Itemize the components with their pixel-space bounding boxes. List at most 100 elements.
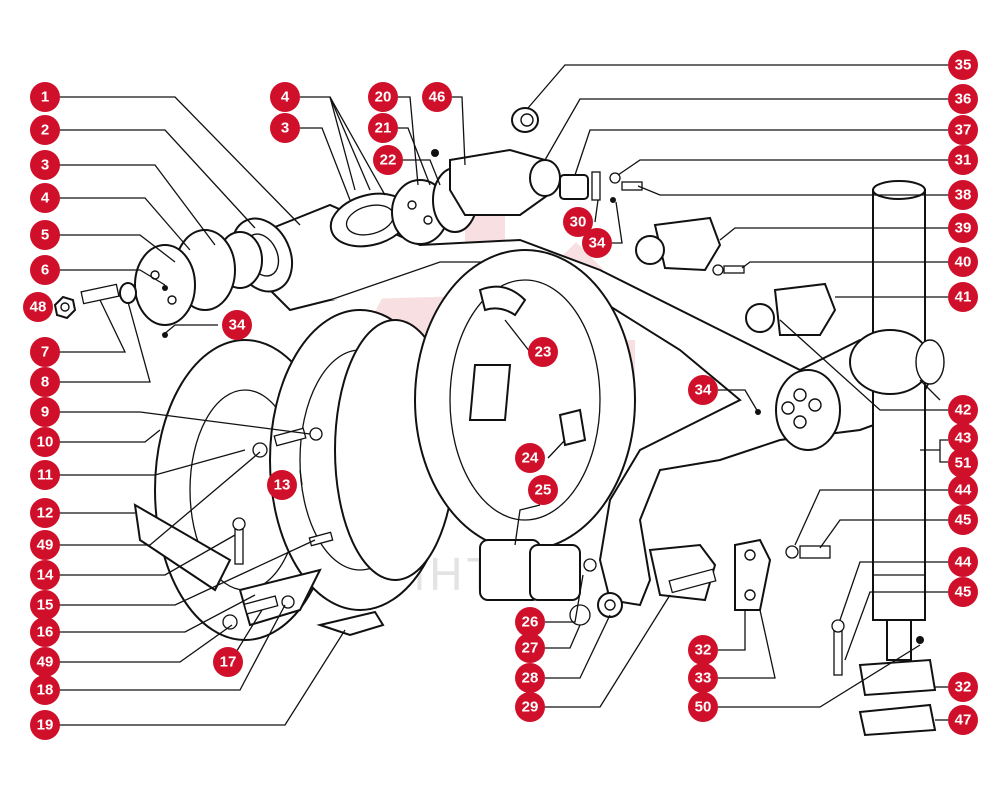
callout-49a: 49	[30, 530, 60, 560]
svg-text:2: 2	[41, 122, 49, 139]
svg-text:25: 25	[535, 482, 552, 499]
callout-21: 21	[368, 113, 398, 143]
svg-text:31: 31	[955, 152, 972, 169]
svg-text:51: 51	[955, 455, 972, 472]
leader-lines	[58, 64, 948, 726]
callout-44a: 44	[948, 475, 978, 505]
callout-4b: 4	[270, 82, 300, 112]
svg-text:22: 22	[380, 152, 397, 169]
svg-text:6: 6	[41, 262, 49, 279]
callout-46: 46	[422, 82, 452, 112]
callout-32a: 32	[688, 635, 718, 665]
callout-3: 3	[30, 150, 60, 180]
svg-text:21: 21	[375, 120, 392, 137]
callout-45b: 45	[948, 577, 978, 607]
callout-26: 26	[515, 607, 545, 637]
svg-text:9: 9	[41, 404, 49, 421]
callout-34a: 34	[222, 310, 252, 340]
callout-51: 51	[948, 448, 978, 478]
callout-31: 31	[948, 145, 978, 175]
callout-29: 29	[515, 692, 545, 722]
svg-text:20: 20	[375, 89, 392, 106]
callout-7: 7	[30, 337, 60, 367]
callout-39: 39	[948, 213, 978, 243]
svg-text:13: 13	[274, 477, 291, 494]
stud-nut-washer	[53, 282, 137, 320]
svg-text:47: 47	[955, 712, 972, 729]
svg-text:48: 48	[30, 299, 47, 316]
callout-17: 17	[213, 647, 243, 677]
svg-text:29: 29	[522, 699, 539, 716]
svg-text:18: 18	[37, 682, 54, 699]
svg-text:1: 1	[41, 89, 49, 106]
svg-text:34: 34	[695, 382, 712, 399]
callout-1: 1	[30, 82, 60, 112]
callout-47: 47	[948, 705, 978, 735]
callout-25: 25	[528, 475, 558, 505]
svg-text:23: 23	[535, 344, 552, 361]
svg-text:3: 3	[41, 157, 49, 174]
callout-30: 30	[563, 207, 593, 237]
callout-22: 22	[373, 145, 403, 175]
callout-20: 20	[368, 82, 398, 112]
callout-34c: 34	[688, 375, 718, 405]
svg-text:28: 28	[522, 670, 539, 687]
callout-14: 14	[30, 560, 60, 590]
svg-text:44: 44	[955, 482, 972, 499]
callout-41: 41	[948, 282, 978, 312]
svg-text:49: 49	[37, 537, 54, 554]
svg-text:5: 5	[41, 227, 49, 244]
callout-50: 50	[688, 692, 718, 722]
svg-text:30: 30	[570, 214, 587, 231]
callout-9: 9	[30, 397, 60, 427]
svg-text:49: 49	[37, 654, 54, 671]
callout-24: 24	[515, 443, 545, 473]
callout-42: 42	[948, 395, 978, 425]
svg-text:3: 3	[281, 120, 289, 137]
callout-16: 16	[30, 617, 60, 647]
callout-32b: 32	[948, 672, 978, 702]
callout-35: 35	[948, 50, 978, 80]
callout-37: 37	[948, 115, 978, 145]
callout-18: 18	[30, 675, 60, 705]
callout-11: 11	[30, 460, 60, 490]
svg-text:16: 16	[37, 624, 54, 641]
callout-40: 40	[948, 247, 978, 277]
svg-text:32: 32	[955, 679, 972, 696]
lower-small-parts	[479, 538, 937, 737]
callout-19: 19	[30, 710, 60, 740]
svg-text:12: 12	[37, 505, 54, 522]
svg-text:27: 27	[522, 640, 539, 657]
svg-text:38: 38	[955, 187, 972, 204]
brake-shoes	[133, 285, 587, 637]
callout-43: 43	[948, 423, 978, 453]
callout-44b: 44	[948, 547, 978, 577]
svg-text:50: 50	[695, 699, 712, 716]
svg-text:44: 44	[955, 554, 972, 571]
svg-text:33: 33	[695, 670, 712, 687]
svg-text:35: 35	[955, 57, 972, 74]
callout-38: 38	[948, 180, 978, 210]
callout-15: 15	[30, 590, 60, 620]
callout-6: 6	[30, 255, 60, 285]
svg-text:40: 40	[955, 254, 972, 271]
callout-2: 2	[30, 115, 60, 145]
svg-text:19: 19	[37, 717, 54, 734]
svg-text:41: 41	[955, 289, 972, 306]
svg-text:32: 32	[695, 642, 712, 659]
svg-text:42: 42	[955, 402, 972, 419]
svg-text:45: 45	[955, 512, 972, 529]
callout-4: 4	[30, 183, 60, 213]
callout-23: 23	[528, 337, 558, 367]
callout-48: 48	[23, 292, 53, 322]
upper-small-parts	[449, 107, 837, 336]
svg-text:45: 45	[955, 584, 972, 601]
callout-34b: 34	[582, 228, 612, 258]
svg-text:24: 24	[522, 450, 539, 467]
svg-text:7: 7	[41, 344, 49, 361]
callout-3b: 3	[270, 113, 300, 143]
callout-49b: 49	[30, 647, 60, 677]
callout-5: 5	[30, 220, 60, 250]
callout-36: 36	[948, 84, 978, 114]
